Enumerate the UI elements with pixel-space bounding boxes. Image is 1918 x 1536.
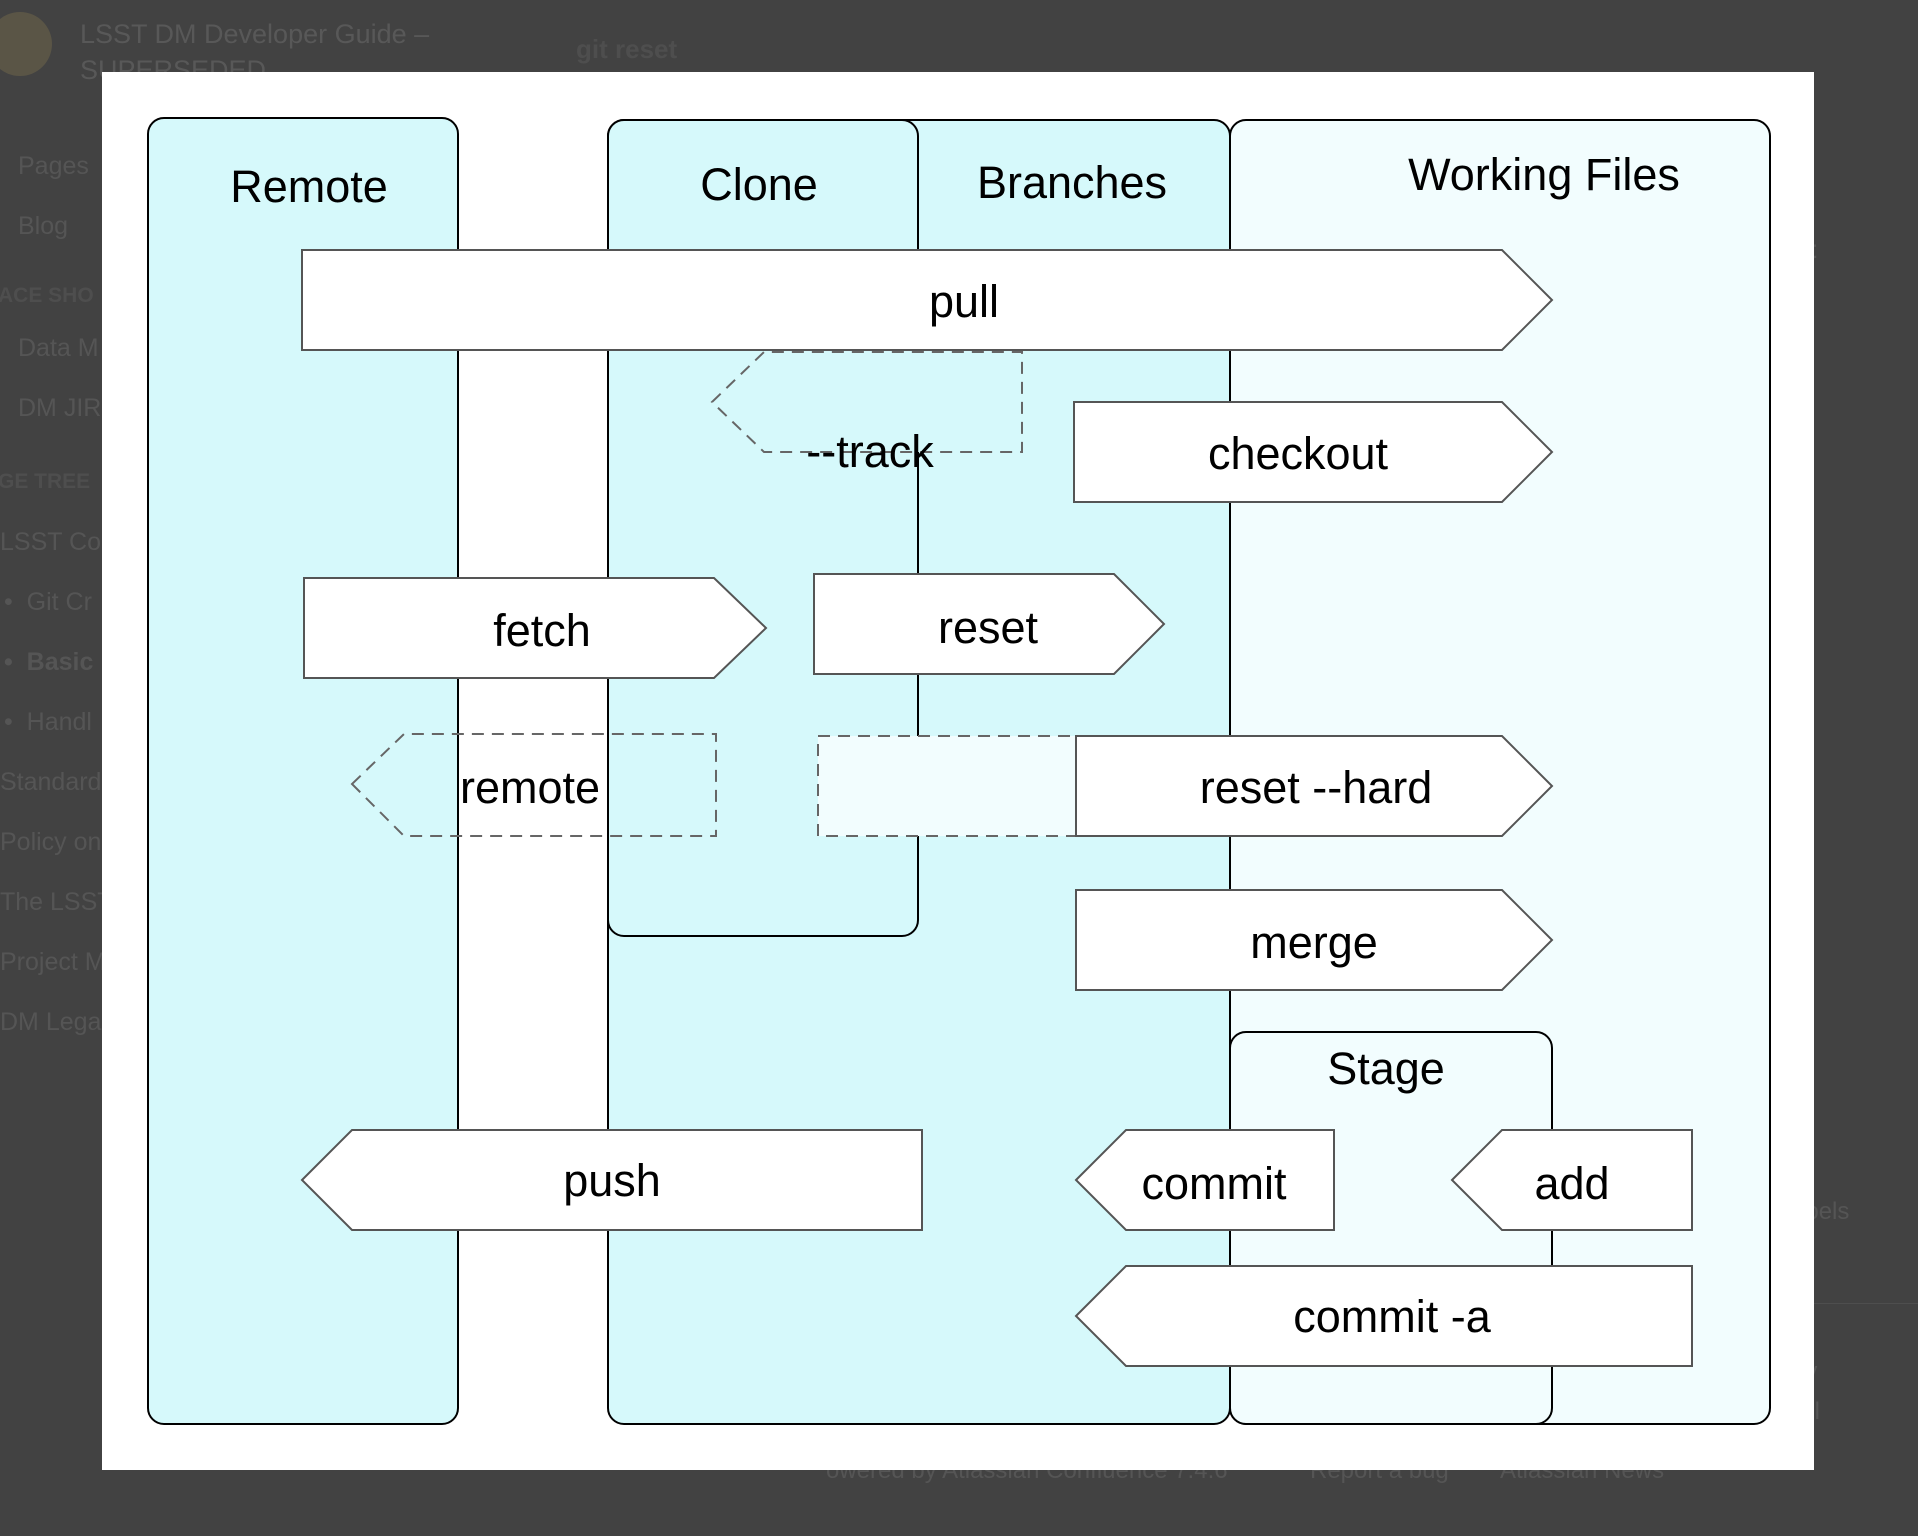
commit-a-label: commit -a [1293, 1291, 1491, 1342]
divider [1790, 1303, 1918, 1304]
track-label: --track [806, 426, 934, 477]
commit-arrow: commit [1074, 1129, 1335, 1231]
stage-title: Stage [1327, 1043, 1445, 1094]
pull-label: pull [929, 276, 999, 327]
nav-item-lsst-co[interactable]: LSST Co [0, 528, 101, 556]
nav-item-handl-label: Handl [26, 708, 92, 736]
nav-item-dm-jira[interactable]: DM JIR [18, 394, 102, 422]
push-label: push [563, 1155, 661, 1206]
remote-column [147, 117, 459, 1425]
fetch-label: fetch [493, 605, 591, 656]
clone-title: Clone [700, 159, 818, 210]
reset-hard-label: reset --hard [1200, 762, 1433, 813]
nav-item-blog[interactable]: Blog [18, 212, 69, 240]
merge-label: merge [1250, 917, 1378, 968]
section-page-tree: GE TREE [0, 470, 91, 493]
commit-a-arrow: commit -a [1074, 1265, 1693, 1367]
working-files-title: Working Files [1408, 149, 1680, 200]
remote-arrow: remote [350, 733, 717, 837]
nav-item-the-lsst[interactable]: The LSST [0, 888, 113, 916]
nav-item-policy[interactable]: Policy on [0, 828, 102, 856]
merge-arrow: merge [1075, 889, 1554, 991]
nav-item-handl[interactable]: • Handl [4, 708, 92, 736]
commit-label: commit [1142, 1158, 1287, 1209]
reset-arrow: reset [813, 573, 1166, 675]
remote-title: Remote [230, 161, 388, 212]
branches-title: Branches [977, 157, 1167, 208]
reset-label: reset [938, 602, 1039, 653]
remote-label: remote [460, 762, 600, 813]
nav-item-dm-legacy[interactable]: DM Lega [0, 1008, 102, 1036]
nav-item-git-label: Git Cr [26, 588, 92, 616]
image-viewer-modal: Remote Clone Branches Working Files Stag… [102, 72, 1814, 1470]
nav-item-basic[interactable]: • Basic [4, 648, 94, 676]
git-workflow-diagram: Remote Clone Branches Working Files Stag… [147, 117, 1771, 1425]
add-label: add [1534, 1158, 1609, 1209]
site-logo [0, 12, 52, 76]
nav-item-standard[interactable]: Standard [0, 768, 102, 796]
nav-item-data[interactable]: Data M [18, 334, 99, 362]
nav-item-basic-label: Basic [26, 648, 94, 676]
push-arrow: push [300, 1129, 923, 1231]
fetch-arrow: fetch [303, 577, 768, 679]
checkout-arrow: checkout [1073, 401, 1554, 503]
track-arrow: --track [710, 351, 1023, 477]
reset-hard-arrow: reset --hard [817, 735, 1554, 837]
nav-item-pages[interactable]: Pages [18, 152, 89, 180]
pull-arrow: pull [301, 249, 1554, 351]
add-arrow: add [1450, 1129, 1693, 1231]
nav-item-project[interactable]: Project M [0, 948, 106, 976]
section-shortcuts: ACE SHO [0, 284, 94, 307]
checkout-label: checkout [1208, 428, 1389, 479]
nav-item-git[interactable]: • Git Cr [4, 588, 92, 616]
page-heading: git reset [576, 34, 678, 64]
